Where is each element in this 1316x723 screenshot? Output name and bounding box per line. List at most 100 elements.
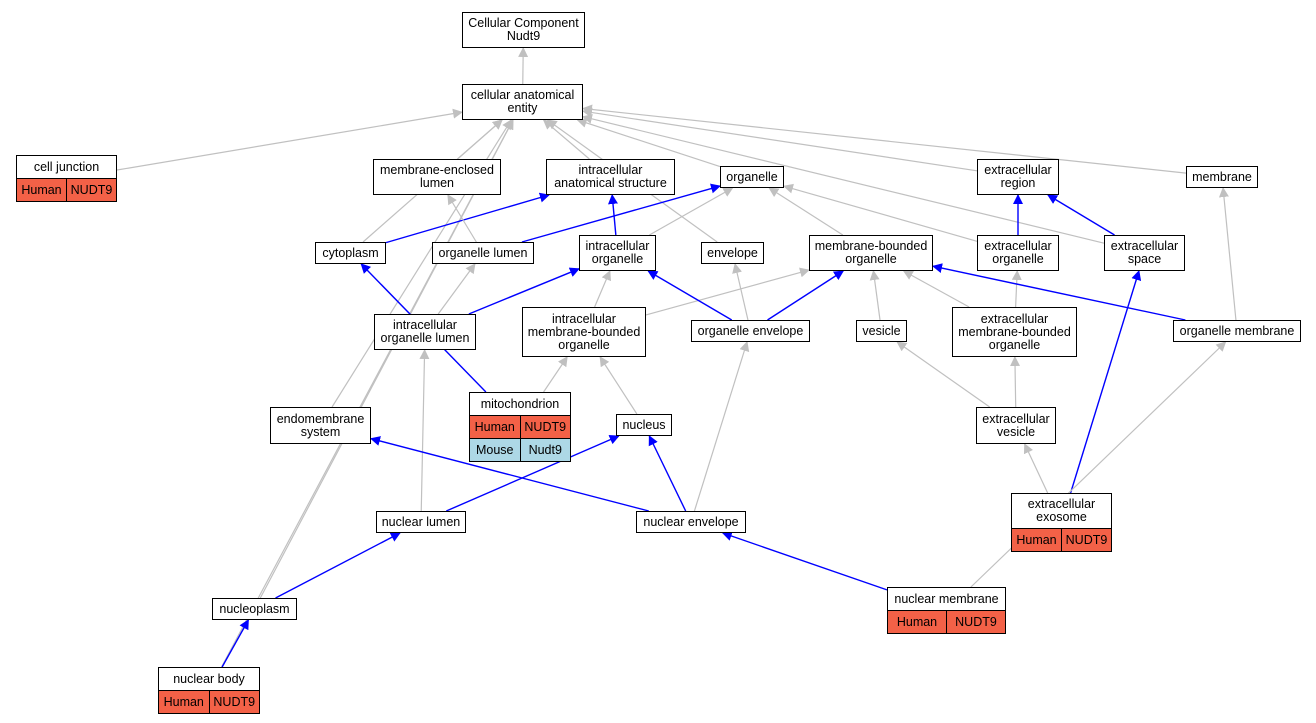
node-organelle-membrane[interactable]: organelle membrane: [1173, 320, 1301, 342]
node-nucleus[interactable]: nucleus: [616, 414, 672, 436]
node-extracellular-space[interactable]: extracellular space: [1104, 235, 1185, 271]
edge-org_mem-to-membrane: [1218, 187, 1237, 321]
node-label: organelle lumen: [438, 245, 528, 260]
node-cytoplasm[interactable]: cytoplasm: [315, 242, 386, 264]
node-label: extracellular organelle: [984, 239, 1052, 266]
node-label: mitochondrion: [480, 396, 560, 411]
node-cellular-component-nudt9[interactable]: Cellular Component Nudt9: [462, 12, 585, 48]
edge-icmbo-to-mbo: [645, 267, 810, 316]
edge-icol-to-ic_org: [468, 267, 580, 315]
node-extracellular-organelle[interactable]: extracellular organelle: [977, 235, 1059, 271]
human-annotation-row: Human NUDT9: [17, 178, 116, 201]
node-label: nuclear lumen: [381, 514, 461, 529]
human-annotation-row: Human NUDT9: [470, 415, 570, 438]
node-mitochondrion[interactable]: mitochondrion Human NUDT9 Mouse Nudt9: [469, 392, 571, 462]
node-cellular-anatomical-entity[interactable]: cellular anatomical entity: [462, 84, 583, 120]
node-label: nucleus: [622, 417, 666, 432]
edge-nuc_body-to-nucleoplasm: [221, 619, 249, 668]
human-annotation-row: Human NUDT9: [159, 690, 259, 713]
species-cell: Human: [17, 179, 66, 201]
node-label: extracellular membrane-bounded organelle: [958, 311, 1071, 352]
node-nuclear-membrane[interactable]: nuclear membrane Human NUDT9: [887, 587, 1006, 634]
edge-icmbo-to-ic_org: [594, 270, 611, 308]
edge-org_env-to-mbo: [767, 270, 845, 321]
node-organelle[interactable]: organelle: [720, 166, 784, 188]
edge-membrane-to-cae: [582, 104, 1187, 174]
node-label: envelope: [707, 245, 758, 260]
edge-ec_ves-to-vesicle: [896, 341, 991, 408]
node-extracellular-exosome[interactable]: extracellular exosome Human NUDT9: [1011, 493, 1112, 552]
edge-ic_org-to-organelle: [649, 187, 734, 236]
node-label: membrane-enclosed lumen: [380, 163, 494, 190]
edge-nucleoplasm-to-nuc_lumen: [275, 532, 401, 599]
node-nucleoplasm[interactable]: nucleoplasm: [212, 598, 297, 620]
human-annotation-row: Human NUDT9: [888, 610, 1005, 633]
species-cell: Human: [1012, 529, 1061, 551]
gene-cell: NUDT9: [66, 179, 116, 201]
node-organelle-envelope[interactable]: organelle envelope: [691, 320, 810, 342]
edge-icol-to-org_lumen: [437, 263, 476, 315]
node-envelope[interactable]: envelope: [701, 242, 764, 264]
gene-cell: NUDT9: [519, 416, 570, 438]
edge-organelle-to-cae: [576, 118, 721, 168]
node-endomembrane-system[interactable]: endomembrane system: [270, 407, 371, 444]
node-intracellular-organelle-lumen[interactable]: intracellular organelle lumen: [374, 314, 476, 350]
node-label: nuclear envelope: [643, 514, 739, 529]
edge-exosome-to-ec_ves: [1023, 443, 1049, 494]
edge-cytoplasm-to-ias: [385, 192, 550, 244]
edge-cae-to-root: [518, 47, 529, 85]
edge-nucleus-to-icmbo: [599, 356, 638, 415]
node-label: extracellular vesicle: [982, 411, 1050, 439]
node-extracellular-region[interactable]: extracellular region: [977, 159, 1059, 195]
node-label: cellular anatomical entity: [470, 88, 575, 115]
edge-org_env-to-envelope: [732, 263, 749, 321]
mouse-annotation-row: Mouse Nudt9: [470, 438, 570, 461]
node-label: cytoplasm: [322, 245, 379, 260]
node-extracellular-vesicle[interactable]: extracellular vesicle: [976, 407, 1056, 444]
human-annotation-row: Human NUDT9: [1012, 528, 1111, 551]
node-nuclear-envelope[interactable]: nuclear envelope: [636, 511, 746, 533]
edge-ec_ves-to-ecmbo: [1010, 356, 1021, 408]
edge-ecmbo-to-mbo: [902, 270, 970, 308]
edge-org_lumen-to-mel: [447, 194, 477, 243]
gene-cell: NUDT9: [1061, 529, 1111, 551]
node-label: endomembrane system: [276, 411, 365, 439]
node-label: organelle membrane: [1179, 323, 1295, 338]
edge-nuc_body-to-cae: [220, 119, 514, 668]
node-vesicle[interactable]: vesicle: [856, 320, 907, 342]
node-label: intracellular organelle: [585, 239, 650, 266]
node-cell-junction[interactable]: cell junction Human NUDT9: [16, 155, 117, 202]
node-label: membrane: [1192, 169, 1252, 184]
edge-ecmbo-to-ec_org: [1011, 270, 1022, 308]
edge-org_mem-to-mbo: [932, 263, 1186, 321]
species-cell: Human: [159, 691, 209, 713]
node-nuclear-lumen[interactable]: nuclear lumen: [376, 511, 466, 533]
node-membrane[interactable]: membrane: [1186, 166, 1258, 188]
node-label: vesicle: [862, 323, 901, 338]
gene-cell: NUDT9: [946, 611, 1005, 633]
edge-org_lumen-to-organelle: [521, 183, 721, 243]
node-label: organelle envelope: [697, 323, 804, 338]
edge-ec_space-to-ecr: [1047, 194, 1115, 236]
node-label: nucleoplasm: [219, 601, 290, 616]
edge-nuc_env-to-endo: [370, 436, 649, 512]
node-label: organelle: [726, 169, 778, 184]
node-intracellular-anatomical-structure[interactable]: intracellular anatomical structure: [546, 159, 675, 195]
edge-mito-to-icmbo: [543, 356, 568, 393]
node-label: intracellular organelle lumen: [380, 318, 470, 345]
gene-cell: Nudt9: [519, 439, 570, 461]
node-intracellular-membrane-bounded-organelle[interactable]: intracellular membrane-bounded organelle: [522, 307, 646, 357]
edge-ec_space-to-cae: [582, 113, 1105, 244]
species-cell: Human: [470, 416, 520, 438]
node-label: nuclear membrane: [894, 591, 999, 606]
node-extracellular-membrane-bounded-organelle[interactable]: extracellular membrane-bounded organelle: [952, 307, 1077, 357]
node-membrane-bounded-organelle[interactable]: membrane-bounded organelle: [809, 235, 933, 271]
edge-ic_org-to-ias: [608, 194, 618, 236]
node-organelle-lumen[interactable]: organelle lumen: [432, 242, 534, 264]
node-membrane-enclosed-lumen[interactable]: membrane-enclosed lumen: [373, 159, 501, 195]
edge-ec_org-to-organelle: [783, 183, 978, 242]
node-nuclear-body[interactable]: nuclear body Human NUDT9: [158, 667, 260, 714]
node-label: membrane-bounded organelle: [814, 239, 928, 266]
edge-vesicle-to-mbo: [869, 270, 881, 321]
node-intracellular-organelle[interactable]: intracellular organelle: [579, 235, 656, 271]
